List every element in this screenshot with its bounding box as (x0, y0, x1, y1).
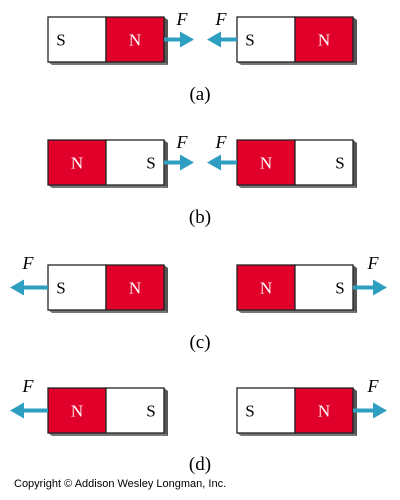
right-magnet-bottom-shade (237, 62, 357, 65)
force-label-left: F (22, 253, 35, 273)
panel-label: (a) (189, 84, 210, 105)
force-label-left: F (176, 9, 189, 29)
panel-label: (d) (189, 454, 211, 475)
left-magnet-south-label: S (56, 31, 65, 50)
left-magnet-north-label: N (129, 279, 141, 298)
left-magnet-north-pole (105, 264, 165, 311)
force-label-right: F (215, 9, 228, 29)
right-magnet-bottom-shade (237, 310, 357, 313)
right-magnet-north-pole (236, 264, 296, 311)
panel-label: (c) (189, 332, 210, 353)
left-magnet-south-pole (47, 264, 107, 311)
right-magnet-north-pole (294, 16, 354, 63)
force-label-right: F (367, 376, 380, 396)
right-magnet-north-label: N (318, 402, 330, 421)
right-magnet-south-label: S (335, 279, 344, 298)
right-magnet-side-shade (353, 17, 357, 65)
right-magnet-south-label: S (245, 402, 254, 421)
right-magnet-north-label: N (318, 31, 330, 50)
right-magnet-side-shade (353, 140, 357, 188)
left-magnet-side-shade (164, 388, 168, 436)
left-magnet-north-label: N (71, 402, 83, 421)
left-magnet-side-shade (164, 265, 168, 313)
right-magnet-north-pole (294, 387, 354, 434)
right-magnet-south-label: S (335, 154, 344, 173)
force-arrow-icon (164, 154, 194, 171)
force-arrow-icon (10, 402, 48, 419)
right-magnet-bottom-shade (237, 185, 357, 188)
left-magnet-north-label: N (71, 154, 83, 173)
left-magnet-south-label: S (146, 402, 155, 421)
copyright-notice: Copyright © Addison Wesley Longman, Inc. (14, 478, 227, 490)
left-magnet-south-pole (105, 139, 165, 186)
left-magnet-south-pole (47, 16, 107, 63)
force-arrow-icon (207, 31, 237, 48)
right-magnet-north-label: N (260, 154, 272, 173)
right-magnet-north-pole (236, 139, 296, 186)
force-arrow-icon (164, 31, 194, 48)
left-magnet-bottom-shade (48, 185, 168, 188)
left-magnet-bottom-shade (48, 62, 168, 65)
force-arrow-icon (10, 279, 48, 296)
panel-label: (b) (189, 207, 211, 228)
force-label-left: F (176, 132, 189, 152)
left-magnet-south-label: S (146, 154, 155, 173)
force-label-left: F (22, 376, 35, 396)
right-magnet-south-pole (236, 16, 296, 63)
force-arrow-icon (207, 154, 237, 171)
left-magnet-south-label: S (56, 279, 65, 298)
left-magnet-north-pole (47, 387, 107, 434)
left-magnet-north-pole (47, 139, 107, 186)
left-magnet-bottom-shade (48, 310, 168, 313)
right-magnet-south-pole (294, 139, 354, 186)
right-magnet-south-label: S (245, 31, 254, 50)
force-arrow-icon (353, 402, 387, 419)
right-magnet-bottom-shade (237, 433, 357, 436)
left-magnet-south-pole (105, 387, 165, 434)
force-label-right: F (215, 132, 228, 152)
force-arrow-icon (353, 279, 387, 296)
right-magnet-south-pole (236, 387, 296, 434)
left-magnet-north-label: N (129, 31, 141, 50)
left-magnet-bottom-shade (48, 433, 168, 436)
right-magnet-north-label: N (260, 279, 272, 298)
force-label-right: F (367, 253, 380, 273)
